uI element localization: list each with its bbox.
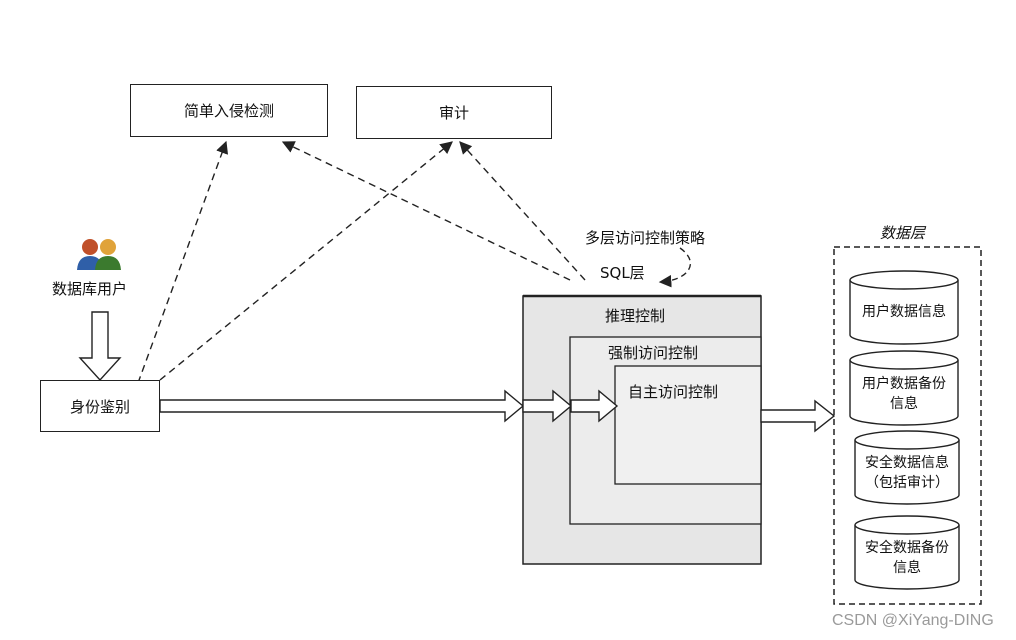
cylinder-user-data [849, 270, 959, 345]
mac-title: 强制访问控制 [608, 344, 699, 362]
arrow-auth-to-audit [159, 141, 453, 381]
store-line1: 安全数据信息 [865, 455, 949, 471]
arrow-inference-to-mac [522, 389, 573, 423]
data-store-cylinders [849, 270, 960, 590]
store-user-data-text: 用户数据信息 [850, 302, 958, 322]
arrow-sql-to-audit [459, 141, 586, 281]
data-layer-container [833, 246, 982, 605]
intrusion-detection-box: 简单入侵检测 [130, 84, 328, 137]
store-line2: （包括审计） [865, 475, 949, 491]
dac-title: 自主访问控制 [628, 383, 719, 401]
arrow-auth-to-ids [137, 140, 229, 384]
watermark: CSDN @XiYang-DING [832, 612, 994, 629]
arrow-sql-to-ids [281, 141, 571, 281]
sql-layer-label: SQL层 [600, 264, 645, 282]
store-line1: 用户数据信息 [862, 304, 946, 320]
auth-box: 身份鉴别 [40, 380, 160, 432]
auth-label: 身份鉴别 [69, 397, 130, 416]
audit-label: 审计 [438, 104, 469, 122]
store-line2: 信息 [893, 560, 921, 576]
arrow-user-to-auth [78, 311, 122, 382]
cylinder-user-backup [849, 350, 959, 426]
store-line1: 安全数据备份 [865, 540, 949, 556]
store-line2: 信息 [890, 396, 918, 412]
users-icon [77, 239, 121, 270]
inference-control-title: 推理控制 [605, 307, 666, 325]
arrow-policy-to-sql [658, 247, 692, 288]
data-layer-title: 数据层 [880, 224, 926, 242]
arrow-control-to-data [760, 399, 836, 433]
db-user-label: 数据库用户 [52, 280, 128, 298]
arrow-auth-to-control [159, 389, 525, 423]
store-user-backup-text: 用户数据备份 信息 [850, 374, 958, 414]
dac-layer [614, 365, 762, 485]
store-security-data-text: 安全数据信息 （包括审计） [853, 453, 961, 493]
audit-box: 审计 [356, 86, 552, 139]
policy-label: 多层访问控制策略 [585, 229, 706, 247]
store-line1: 用户数据备份 [862, 376, 946, 392]
store-security-backup-text: 安全数据备份 信息 [853, 538, 961, 578]
arrow-mac-to-dac [570, 389, 619, 423]
cylinder-security-data [854, 430, 960, 505]
intrusion-detection-label: 简单入侵检测 [183, 102, 274, 120]
cylinder-security-backup [854, 515, 960, 590]
